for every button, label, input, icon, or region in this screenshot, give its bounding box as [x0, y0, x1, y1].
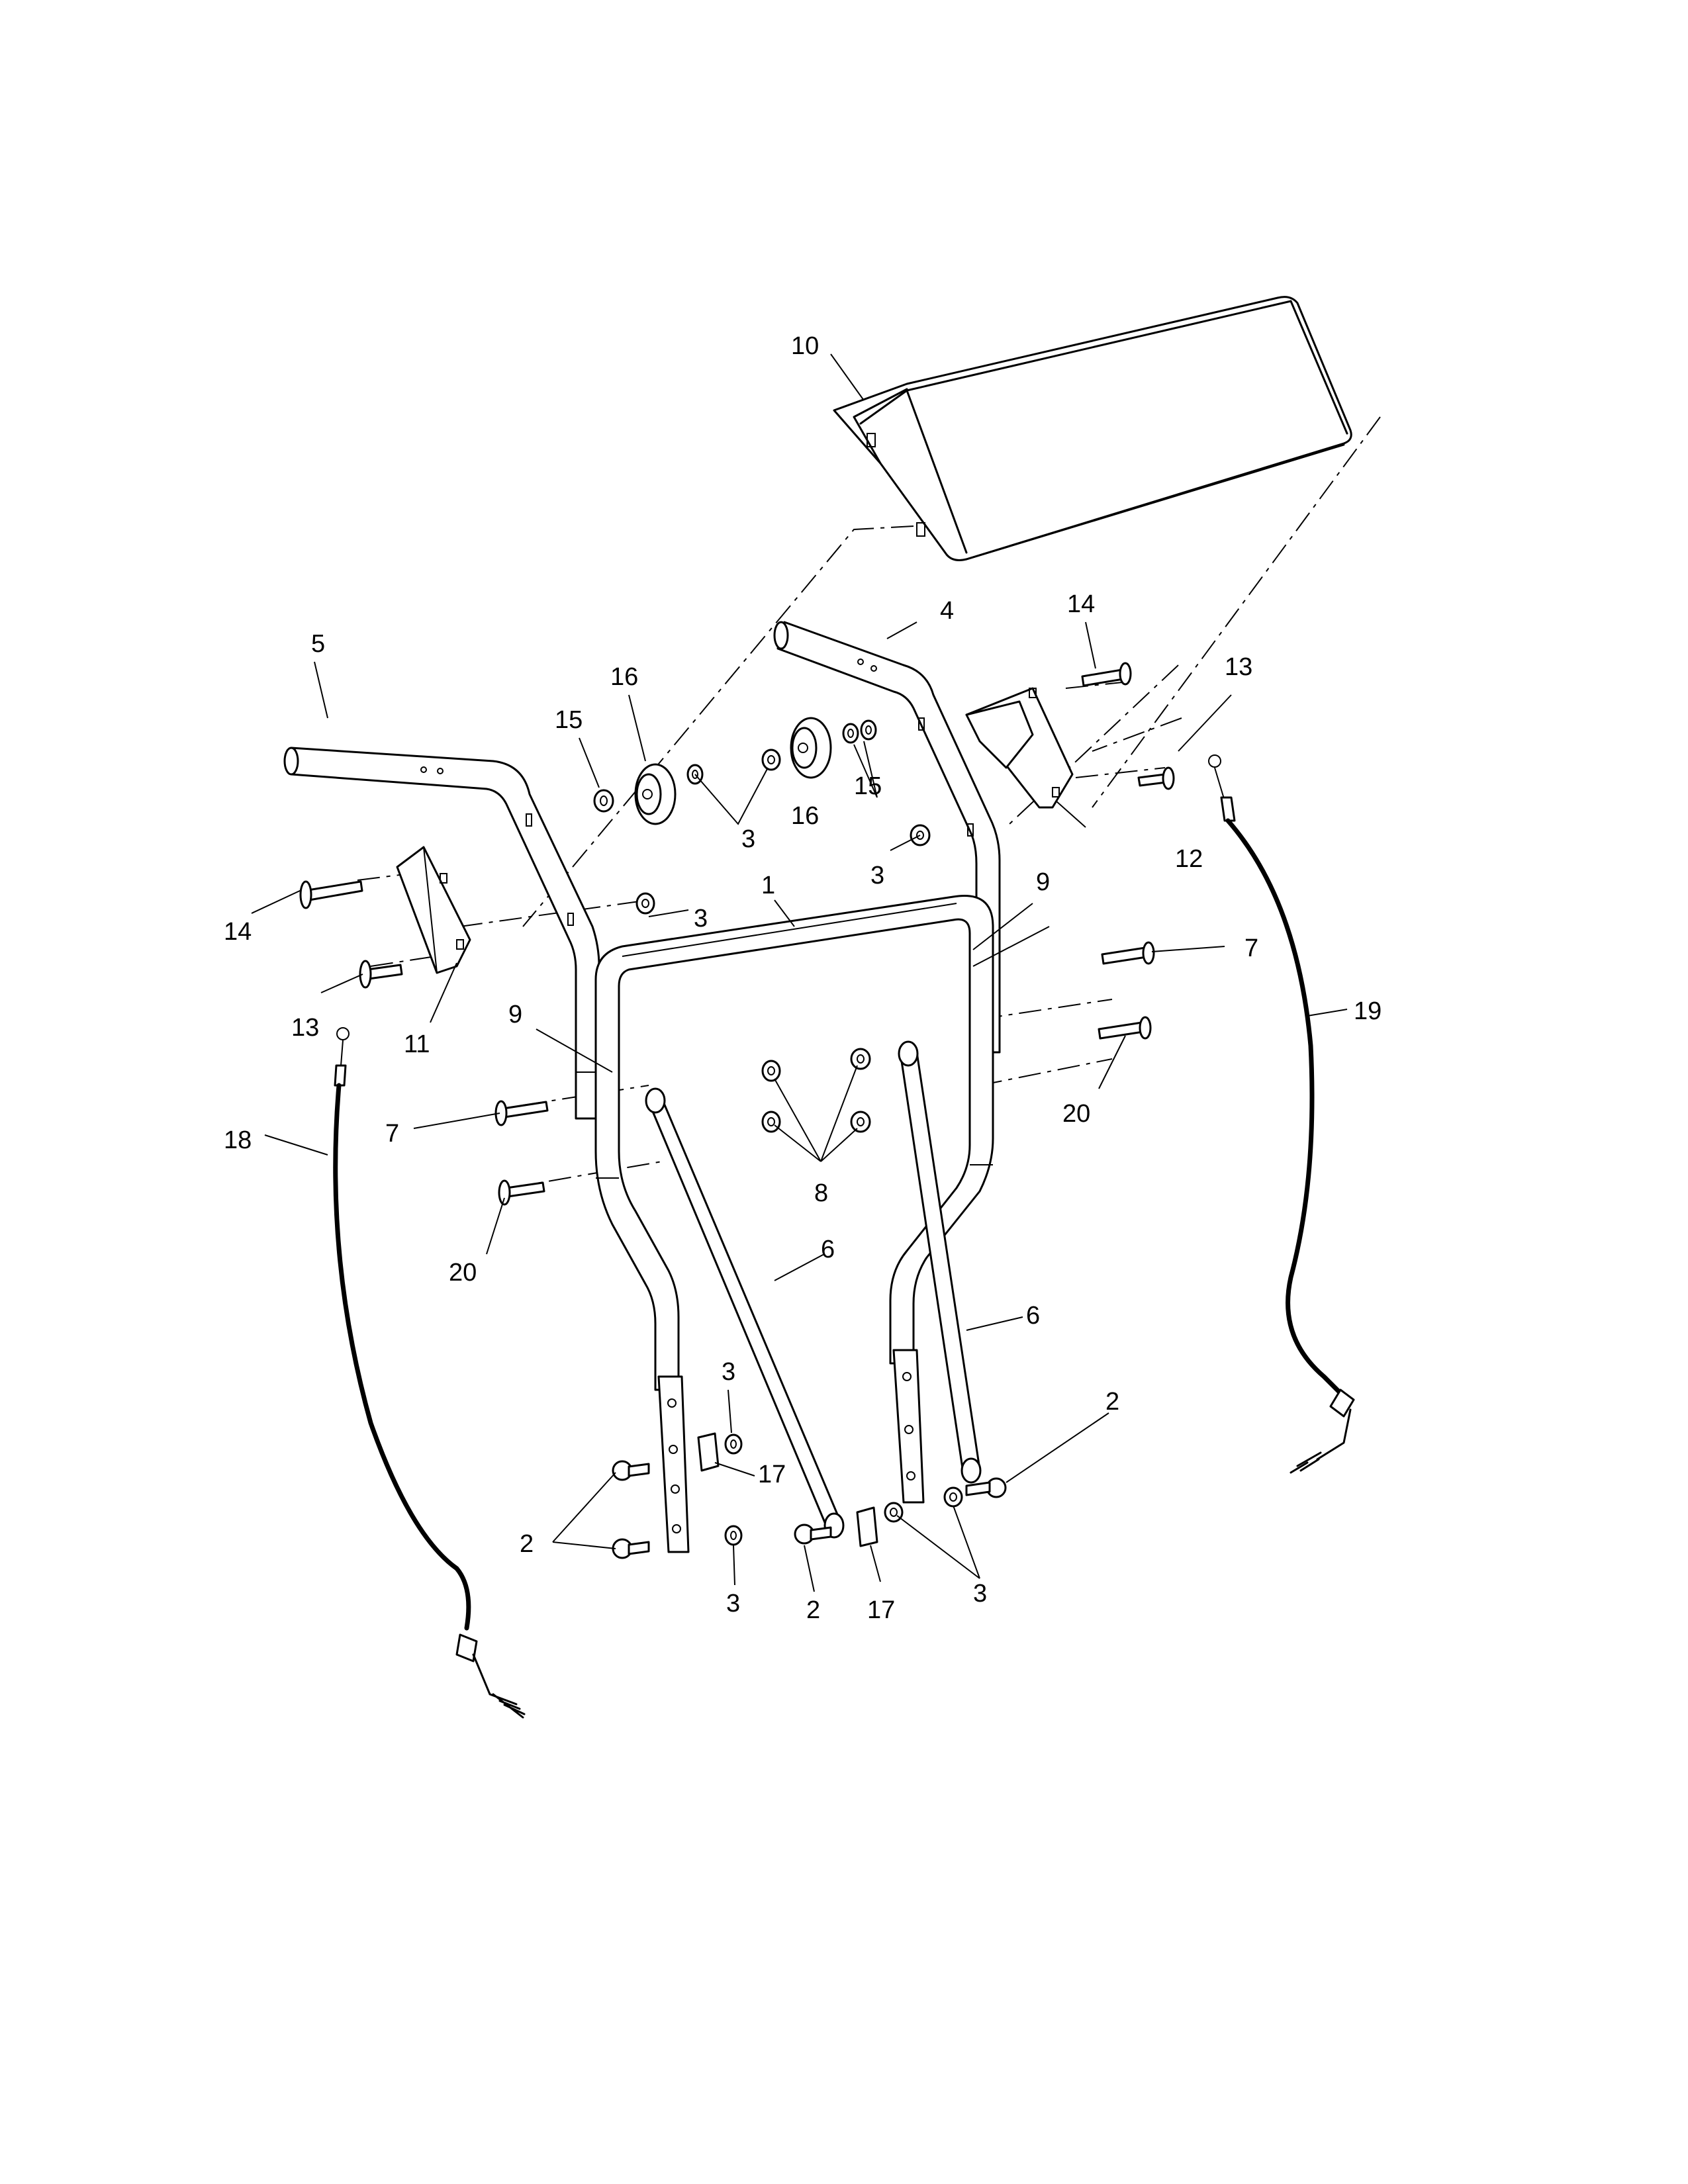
callout-2: 2 — [520, 1530, 534, 1558]
right-upper-handle — [773, 621, 1001, 1054]
left-side-bracket — [396, 846, 471, 974]
callout-3: 3 — [870, 862, 884, 889]
support-rod-right — [898, 1040, 982, 1484]
pulley-left — [634, 763, 677, 825]
cable-clips — [697, 1432, 878, 1547]
callout-2: 2 — [1105, 1388, 1119, 1416]
cable-right — [1208, 754, 1355, 1474]
callout-labels: 10 4 14 13 5 15 16 3 16 15 3 12 1 9 3 14… — [224, 332, 1382, 1624]
callout-13: 13 — [291, 1014, 319, 1042]
callout-7: 7 — [1244, 934, 1258, 962]
callout-7: 7 — [385, 1120, 399, 1148]
callout-6: 6 — [821, 1236, 835, 1263]
callout-9: 9 — [508, 1001, 522, 1028]
callout-5: 5 — [311, 630, 325, 658]
callout-12: 12 — [1175, 845, 1203, 873]
callout-3: 3 — [694, 905, 708, 933]
pulley-right — [790, 717, 832, 779]
bolts — [299, 662, 1175, 1559]
leader-lines — [251, 353, 1348, 1592]
callout-15: 15 — [854, 772, 882, 800]
callout-2: 2 — [806, 1596, 820, 1624]
callout-3: 3 — [722, 1358, 735, 1386]
callout-1: 1 — [761, 872, 775, 899]
left-mount-bracket — [657, 1375, 690, 1553]
callout-8: 8 — [814, 1179, 828, 1207]
callout-20: 20 — [1062, 1100, 1090, 1128]
callout-14: 14 — [1067, 590, 1095, 618]
cable-left — [333, 1027, 526, 1719]
callout-16: 16 — [791, 802, 819, 830]
callout-19: 19 — [1354, 997, 1382, 1025]
callout-20: 20 — [449, 1259, 477, 1287]
right-mount-bracket — [892, 1349, 925, 1504]
callout-18: 18 — [224, 1126, 252, 1154]
callout-4: 4 — [940, 597, 954, 625]
callout-10: 10 — [791, 332, 819, 360]
callout-16: 16 — [610, 663, 638, 691]
callout-6: 6 — [1026, 1302, 1040, 1330]
callout-15: 15 — [555, 706, 583, 734]
callout-17: 17 — [758, 1461, 786, 1488]
washers-nuts — [593, 719, 963, 1546]
right-side-bracket — [965, 687, 1074, 809]
lower-handle-frame — [594, 895, 994, 1391]
callout-3: 3 — [741, 825, 755, 853]
callout-9: 9 — [1036, 868, 1050, 896]
callout-14: 14 — [224, 918, 252, 946]
callout-3: 3 — [726, 1590, 740, 1617]
callout-3: 3 — [973, 1580, 987, 1608]
callout-13: 13 — [1225, 653, 1252, 681]
console-panel — [833, 296, 1352, 561]
callout-11: 11 — [404, 1030, 430, 1058]
callout-17: 17 — [867, 1596, 895, 1624]
